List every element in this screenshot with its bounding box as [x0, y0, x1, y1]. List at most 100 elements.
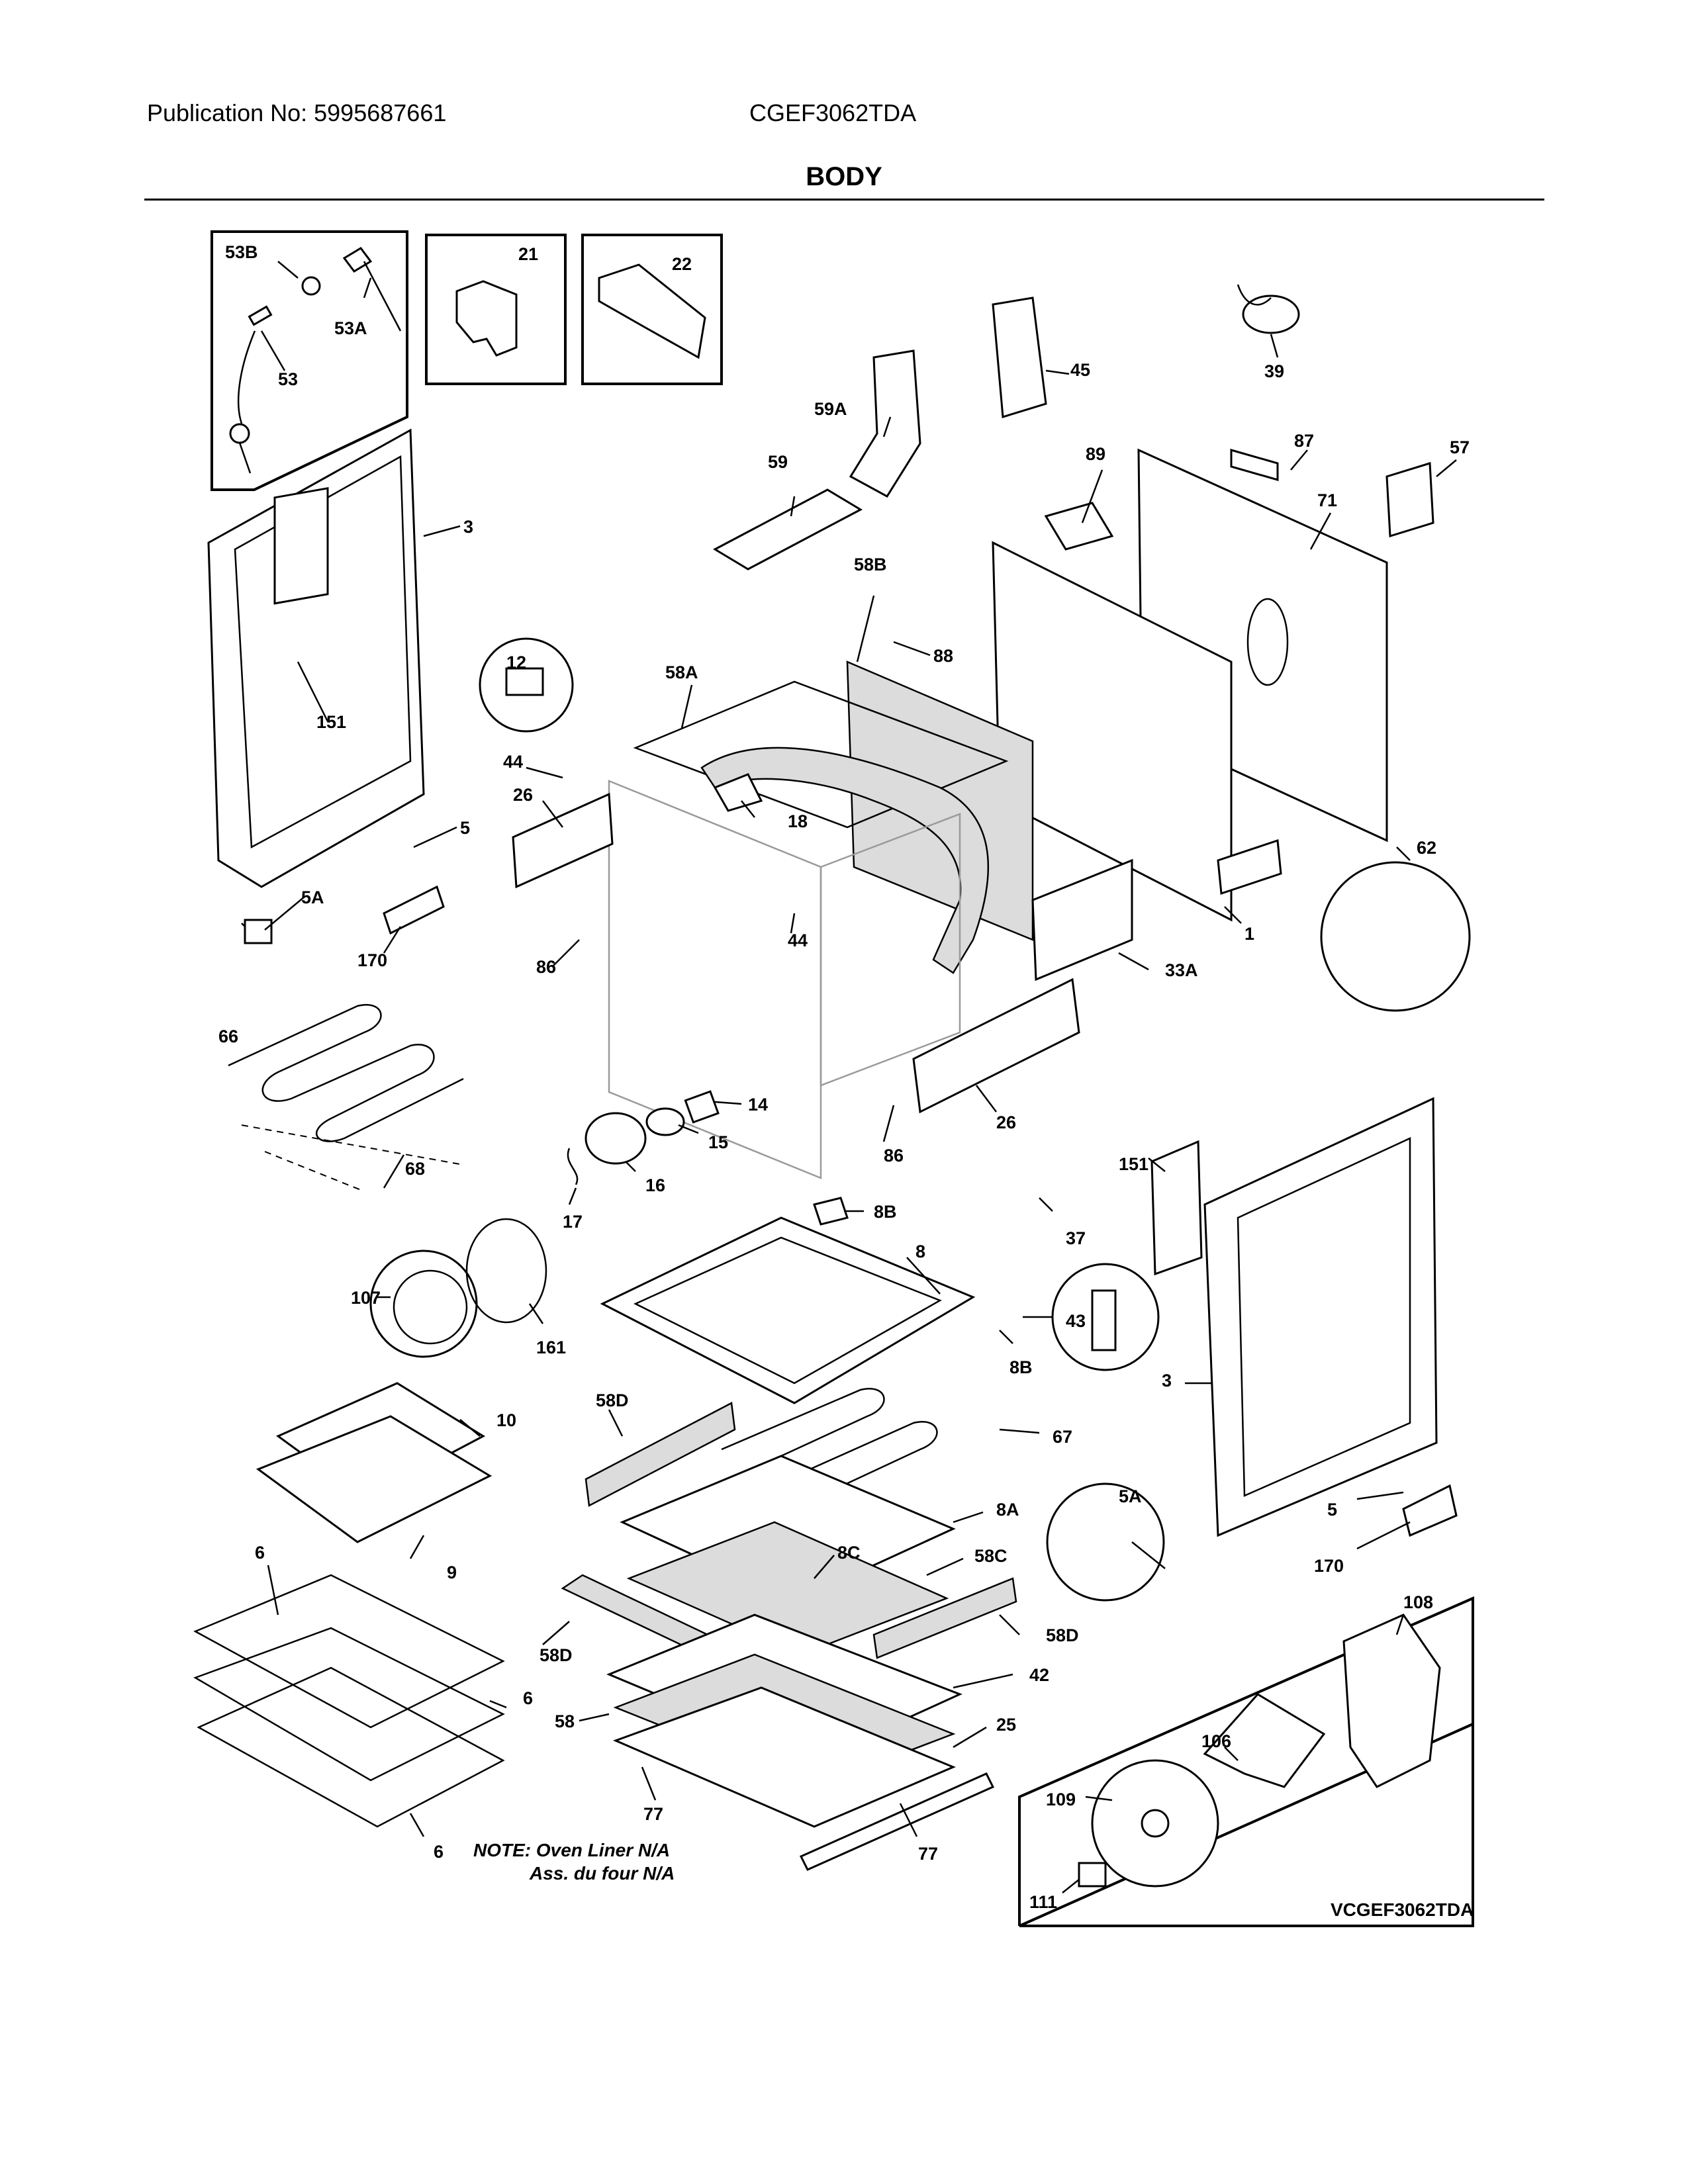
- label-39: 39: [1264, 361, 1284, 381]
- rail-26-right: [912, 978, 1080, 1114]
- label-58C: 58C: [974, 1546, 1008, 1566]
- label-12: 12: [506, 653, 526, 672]
- label-59A: 59A: [814, 399, 847, 419]
- label-151-left: 151: [316, 712, 346, 732]
- inset-convection-fan: [1018, 1596, 1474, 1927]
- label-21: 21: [518, 244, 538, 264]
- label-8: 8: [915, 1242, 925, 1261]
- label-5-right: 5: [1327, 1500, 1337, 1520]
- drawing-code: VCGEF3062TDA: [1331, 1899, 1474, 1920]
- terminal-block-62: [1217, 839, 1471, 1012]
- label-62: 62: [1417, 838, 1436, 858]
- label-108: 108: [1403, 1592, 1433, 1612]
- label-18: 18: [788, 811, 808, 831]
- label-88: 88: [933, 646, 953, 666]
- bracket-151-right: [1150, 1140, 1203, 1276]
- label-43: 43: [1066, 1311, 1086, 1331]
- section-title: BODY: [806, 162, 882, 191]
- label-58D-right: 58D: [1046, 1625, 1079, 1645]
- label-37: 37: [1066, 1228, 1086, 1248]
- insulation-strip-58D-right: [872, 1577, 1017, 1659]
- detail-circle-12: [479, 637, 574, 733]
- label-53B: 53B: [225, 242, 258, 262]
- bake-pan-8: [600, 1216, 976, 1404]
- fan-blade-109: [1091, 1759, 1219, 1888]
- label-1: 1: [1244, 924, 1254, 944]
- label-5-left: 5: [460, 818, 470, 838]
- label-26-right: 26: [996, 1113, 1016, 1132]
- bracket-8B: [813, 1197, 849, 1226]
- label-151-right: 151: [1119, 1154, 1149, 1174]
- fan-motor-108: [1342, 1614, 1441, 1788]
- label-161: 161: [536, 1338, 566, 1357]
- part-labels: 53B 53A 53 21 22 45 39 59A 59 87 57 89 7…: [218, 242, 1470, 1912]
- label-77-left: 77: [643, 1804, 663, 1824]
- inset-box-22: [581, 234, 723, 385]
- label-53: 53: [278, 369, 298, 389]
- rear-frame-1: [992, 541, 1233, 922]
- oven-body-58A: [608, 680, 1009, 1179]
- label-77-right: 77: [918, 1844, 938, 1864]
- element-shield-68: [241, 1124, 464, 1192]
- inset-box-53: [211, 230, 408, 491]
- label-106: 106: [1201, 1731, 1231, 1751]
- label-3-right: 3: [1162, 1371, 1172, 1390]
- label-8B-top: 8B: [874, 1202, 897, 1222]
- label-170-right: 170: [1314, 1556, 1344, 1576]
- duct-59: [712, 488, 863, 570]
- bracket-33A: [1031, 858, 1133, 981]
- leader-lines: [241, 261, 1457, 1893]
- label-44-mid: 44: [788, 931, 808, 950]
- label-89: 89: [1086, 444, 1105, 464]
- hinge-left-5A: [244, 919, 273, 944]
- label-87: 87: [1294, 431, 1314, 451]
- label-59: 59: [768, 452, 788, 472]
- harness-cover-45: [992, 296, 1047, 418]
- label-109: 109: [1046, 1790, 1076, 1809]
- label-3-left: 3: [463, 517, 473, 537]
- label-6-top: 6: [255, 1543, 265, 1563]
- fan-cover-107: [369, 1250, 478, 1358]
- broil-element-66: [228, 1004, 464, 1142]
- label-58D-top: 58D: [596, 1390, 629, 1410]
- label-16: 16: [645, 1175, 665, 1195]
- side-panel-right: [1203, 1097, 1438, 1537]
- label-58B: 58B: [854, 555, 887, 574]
- note-line-2: Ass. du four N/A: [529, 1863, 675, 1884]
- label-53A: 53A: [334, 318, 367, 338]
- label-57: 57: [1450, 437, 1470, 457]
- label-71: 71: [1317, 490, 1337, 510]
- label-44-top: 44: [503, 752, 523, 772]
- label-8A: 8A: [996, 1500, 1019, 1520]
- label-15: 15: [708, 1132, 728, 1152]
- lens-16: [585, 1112, 647, 1165]
- label-26-left: 26: [513, 785, 533, 805]
- model-number: CGEF3062TDA: [749, 99, 917, 126]
- oven-racks-6: [193, 1574, 505, 1828]
- label-42: 42: [1029, 1665, 1049, 1685]
- label-33A: 33A: [1165, 960, 1198, 980]
- label-170-left: 170: [357, 950, 387, 970]
- label-6-bottom: 6: [434, 1842, 444, 1862]
- label-22: 22: [672, 254, 692, 274]
- label-6-mid: 6: [523, 1688, 533, 1708]
- bracket-170-right: [1402, 1484, 1458, 1537]
- label-86-left: 86: [536, 957, 556, 977]
- broil-pan-9: [256, 1415, 492, 1543]
- inset-box-21: [425, 234, 567, 385]
- cover-57: [1385, 462, 1434, 537]
- note-line-1: NOTE: Oven Liner N/A: [473, 1840, 670, 1860]
- bulb-15: [645, 1107, 685, 1136]
- bracket-87: [1230, 449, 1279, 481]
- detail-circle-43: [1051, 1263, 1160, 1371]
- label-86-right: 86: [884, 1146, 904, 1165]
- rail-77: [799, 1772, 995, 1871]
- label-58: 58: [555, 1711, 575, 1731]
- publication-number: Publication No: 5995687661: [147, 99, 447, 126]
- bracket-170-left: [383, 885, 445, 935]
- header-divider: [144, 199, 1544, 201]
- detail-circle-5A: [1046, 1482, 1165, 1602]
- label-14: 14: [748, 1095, 768, 1115]
- light-socket-14: [684, 1090, 720, 1124]
